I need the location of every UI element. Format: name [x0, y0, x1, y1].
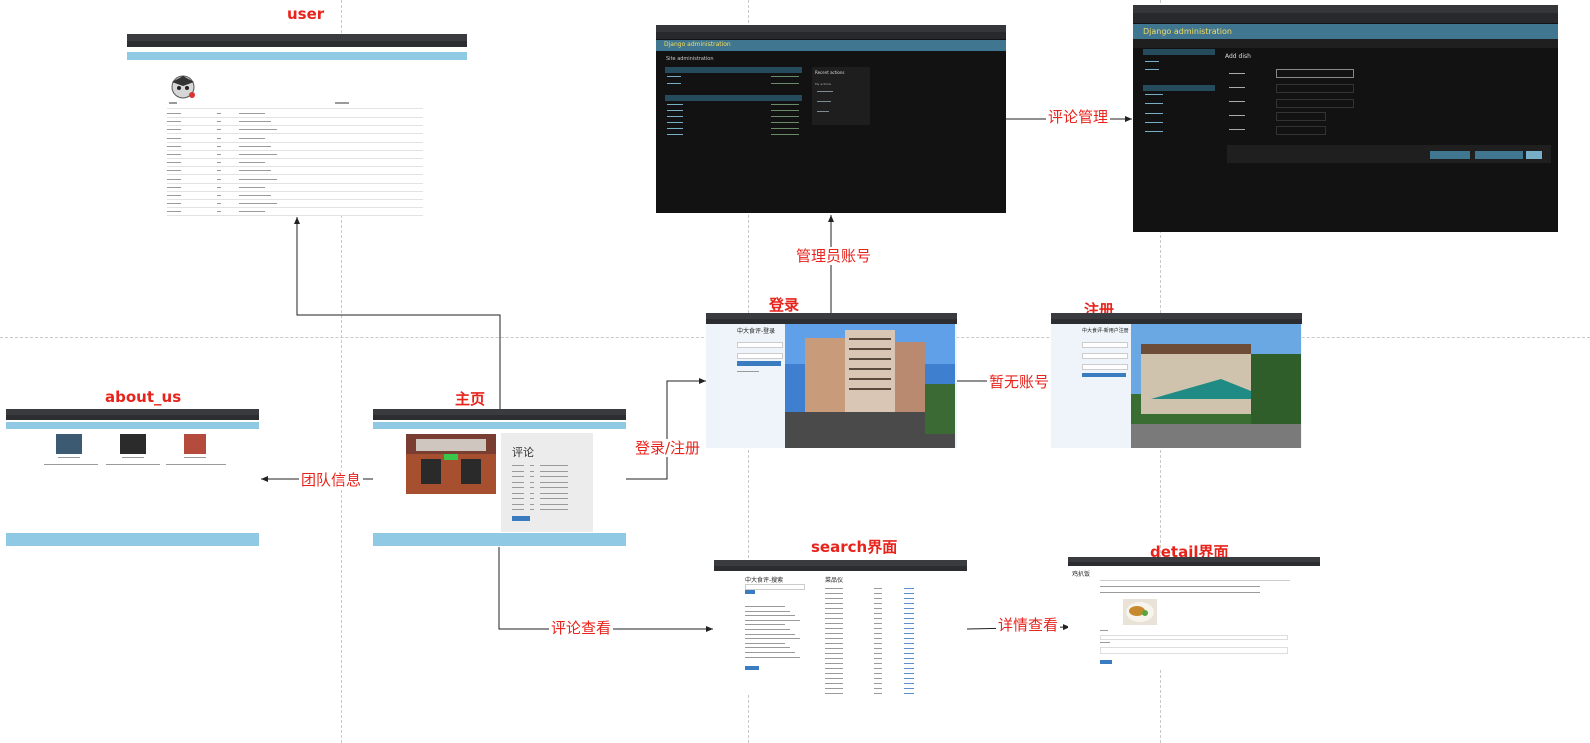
- edge-label-login-register: 登录/注册: [633, 439, 703, 457]
- add-dish-header-text: Django administration: [1143, 27, 1232, 36]
- admin-site-text: Site administration: [666, 56, 714, 62]
- node-title-user: user: [287, 5, 325, 23]
- admin-myactions-text: My actions: [815, 82, 832, 86]
- screen-user: [127, 34, 467, 216]
- search-list-title: 菜品仪: [825, 577, 844, 584]
- admin-header-text: Django administration: [664, 41, 731, 48]
- admin-recent-text: Recent actions: [815, 70, 845, 75]
- edge-home-to-login: [626, 378, 706, 480]
- home-photo: [406, 434, 496, 494]
- screen-admin: Django administration Site administratio…: [656, 25, 1006, 213]
- edge-label-team-info: 团队信息: [299, 471, 364, 489]
- login-title-text: 中大食评-登录: [737, 328, 776, 335]
- guide-line-vertical: [341, 0, 342, 743]
- screen-home: 评论: [373, 409, 626, 546]
- edge-label-comment-view: 评论查看: [549, 619, 614, 637]
- node-title-login: 登录: [769, 296, 800, 314]
- node-title-detail: detail界面: [1150, 543, 1229, 561]
- register-title-text: 中大食评-新用户注册: [1082, 328, 1129, 334]
- screen-search: 中大食评-搜索 菜品仪: [714, 560, 967, 695]
- screen-login: 中大食评-登录: [706, 313, 957, 448]
- avatar-icon: [171, 75, 195, 99]
- home-heading: 评论: [512, 446, 534, 459]
- edge-label-no-account: 暂无账号: [987, 373, 1052, 391]
- canteen-photo: [785, 324, 955, 448]
- detail-title-text: 鸡扒饭: [1072, 571, 1091, 578]
- screen-register: 中大食评-新用户注册: [1051, 313, 1302, 448]
- screen-detail: 鸡扒饭: [1068, 557, 1320, 669]
- edge-label-admin-account: 管理员账号: [794, 247, 874, 265]
- node-title-about: about_us: [105, 388, 182, 406]
- dish-photo: [1123, 599, 1157, 625]
- edge-home-to-search: [498, 547, 713, 632]
- node-title-home: 主页: [455, 390, 486, 408]
- screen-add-dish: Django administration Add dish: [1133, 5, 1558, 232]
- node-title-search: search界面: [811, 538, 898, 556]
- edge-label-detail-view: 详情查看: [996, 616, 1061, 634]
- add-dish-title: Add dish: [1225, 53, 1251, 60]
- search-title-text: 中大食评-搜索: [745, 577, 784, 584]
- edge-home-to-user: [294, 217, 501, 410]
- canteen-photo-2: [1131, 324, 1301, 448]
- screen-about-us: [6, 409, 259, 546]
- edge-label-comment-manage: 评论管理: [1046, 108, 1111, 126]
